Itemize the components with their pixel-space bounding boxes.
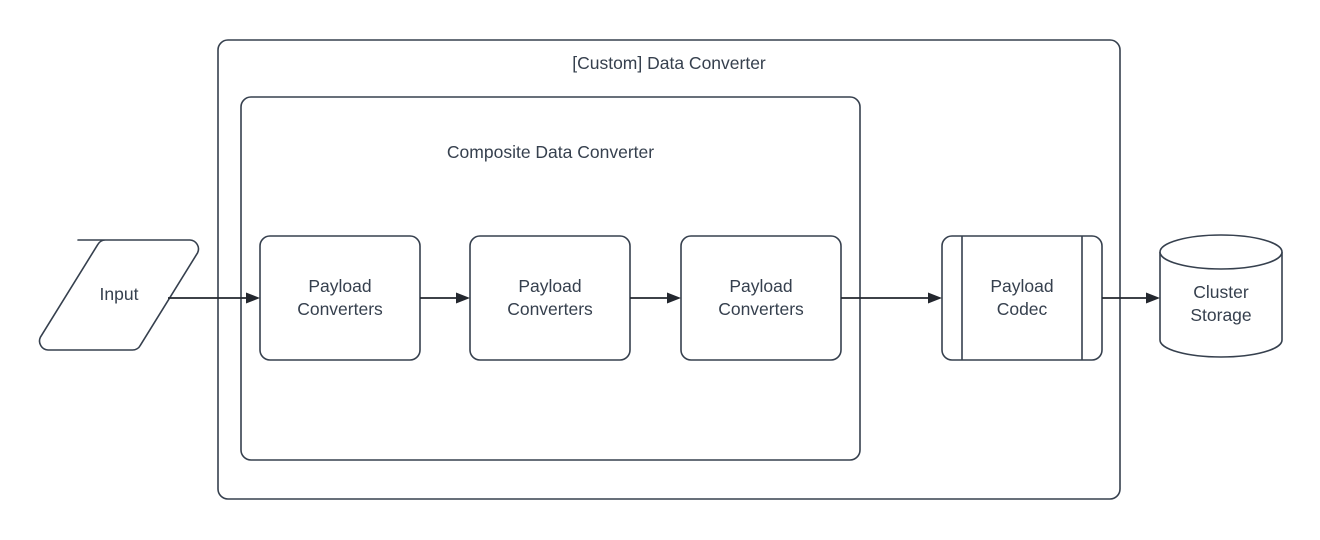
container-composite-data-converter <box>240 96 861 461</box>
node-payload-converters-3-shape[interactable] <box>680 235 842 361</box>
node-cluster-storage-top <box>1159 234 1283 270</box>
node-input-shape[interactable] <box>38 239 200 351</box>
container-custom-data-converter <box>217 39 1121 500</box>
edge-converters1-to-converters2-arrowhead <box>456 292 470 304</box>
edge-converters3-to-payload-codec-arrowhead <box>928 292 942 304</box>
node-payload-codec-shape[interactable] <box>941 235 1103 361</box>
node-cluster-storage-body[interactable] <box>1159 252 1283 358</box>
edge-input-to-converters1-arrowhead <box>246 292 260 304</box>
node-payload-converters-1-shape[interactable] <box>259 235 421 361</box>
edge-converters2-to-converters3-arrowhead <box>667 292 681 304</box>
edge-payload-codec-to-cluster-storage-arrowhead <box>1146 292 1160 304</box>
node-payload-converters-2-shape[interactable] <box>469 235 631 361</box>
